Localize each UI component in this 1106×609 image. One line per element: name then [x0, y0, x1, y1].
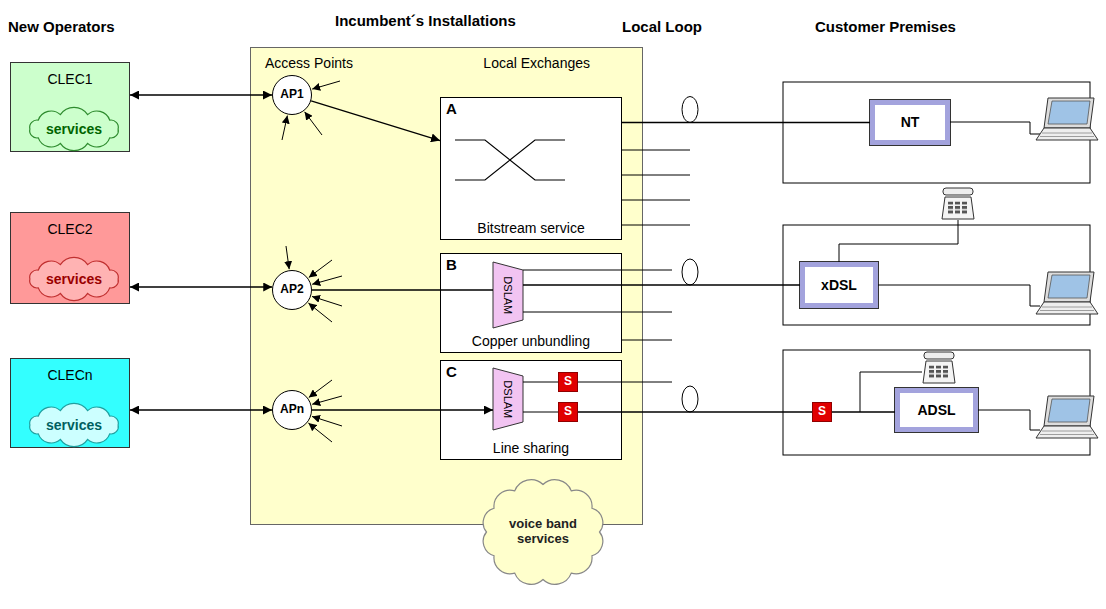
node-subtext: Copper unbundling — [446, 333, 616, 349]
node-text: voice band services — [494, 517, 592, 547]
column-heading: New Operators — [8, 18, 115, 35]
premises-outline — [783, 350, 1090, 455]
connector — [130, 286, 272, 287]
connector — [312, 289, 493, 290]
node-text: B — [446, 256, 616, 273]
node-text: CLEC1 — [47, 71, 92, 87]
node-text: DSLAM — [502, 276, 515, 314]
node-text: ADSL — [917, 402, 955, 418]
node-subtext: Local Exchanges — [483, 55, 590, 71]
splitter: S — [558, 372, 578, 392]
fan-arrows — [282, 81, 342, 442]
connector — [312, 409, 493, 410]
fan-arrow — [309, 260, 332, 277]
cloud-shape — [30, 257, 119, 300]
node-text: NT — [901, 114, 920, 130]
modem-box: ADSL — [895, 388, 978, 432]
node-text: CLECn — [47, 367, 92, 383]
dslam: DSLAM — [493, 262, 523, 328]
node-text: xDSL — [821, 277, 857, 293]
operator-box: CLEC2 services — [10, 212, 130, 304]
connector — [311, 101, 440, 141]
loop-twist — [682, 259, 698, 285]
premises-outline — [783, 225, 1090, 325]
modem-box: xDSL — [800, 262, 878, 308]
column-heading: Incumbent´s Installations — [335, 12, 516, 29]
connector — [130, 409, 272, 410]
node-text: AP2 — [280, 283, 303, 297]
laptop-icon — [1036, 272, 1098, 314]
services-cloud: services — [24, 404, 124, 446]
access-point: AP1 — [272, 75, 312, 115]
dslam-shape — [493, 368, 523, 430]
fan-arrow — [312, 276, 342, 284]
node-text: services — [46, 271, 102, 287]
splitter: S — [812, 402, 832, 422]
services-cloud: services — [24, 258, 124, 300]
node-text: S — [564, 405, 572, 419]
node-text: services — [46, 121, 102, 137]
node-text: AP1 — [280, 88, 303, 102]
laptop-icon — [1036, 396, 1098, 438]
node-text: A — [446, 100, 616, 117]
loop-stubs — [523, 150, 690, 412]
node-text: C — [446, 363, 616, 380]
exchange-box: B Copper unbundling DSLAM — [440, 253, 622, 353]
premises-outline — [783, 82, 1090, 183]
modem-box: NT — [870, 100, 950, 145]
access-point: AP2 — [272, 270, 312, 310]
node-text: DSLAM — [502, 380, 515, 418]
node-subtext: Bitstream service — [446, 220, 616, 236]
node-text: APn — [280, 403, 304, 417]
exchange-box: A Bitstream service — [440, 97, 622, 240]
fan-arrow — [312, 296, 342, 306]
house-wiring — [839, 122, 1040, 430]
cloud-shape — [30, 403, 119, 446]
splitter: S — [558, 402, 578, 422]
telephone-icon — [942, 188, 974, 219]
node-text: S — [564, 375, 572, 389]
node-text: CLEC2 — [47, 221, 92, 237]
telephone-icon — [923, 352, 955, 383]
connector — [622, 122, 870, 123]
loop-twist — [682, 97, 698, 123]
cloud-shape — [483, 480, 603, 585]
fan-arrow — [308, 423, 332, 442]
dslam-shape — [493, 262, 523, 328]
connector — [578, 411, 812, 412]
voice-cloud: voice band services — [468, 466, 618, 598]
exchange-box: C Line sharing DSLAM S S — [440, 360, 622, 460]
connector — [130, 94, 272, 95]
incumbent-region: Access Points Local ExchangesAP1AP2APn A Bi… — [250, 47, 643, 525]
column-heading: Local Loop — [622, 18, 702, 35]
connector — [523, 284, 800, 285]
node-text: S — [818, 405, 826, 419]
loop-twist — [682, 386, 698, 412]
services-cloud: services — [24, 108, 124, 150]
node-subtext: Line sharing — [446, 440, 616, 456]
node-text: services — [46, 417, 102, 433]
fan-arrow — [282, 116, 287, 141]
fan-arrow — [305, 112, 322, 135]
node-text: Access Points — [265, 55, 353, 71]
fan-arrow — [312, 81, 340, 89]
connector — [832, 411, 895, 412]
fan-arrow — [312, 416, 342, 426]
dslam: DSLAM — [493, 368, 523, 430]
column-heading: Customer Premises — [815, 18, 956, 35]
fan-arrow — [286, 246, 289, 269]
fan-arrow — [308, 303, 332, 322]
access-point: APn — [272, 390, 312, 430]
fan-arrow — [312, 396, 342, 404]
laptop-icon — [1036, 98, 1098, 140]
operator-box: CLECn services — [10, 358, 130, 448]
operator-box: CLEC1 services — [10, 62, 130, 152]
fan-arrow — [309, 380, 332, 397]
switch-symbol — [455, 140, 565, 180]
cloud-shape — [30, 107, 119, 150]
